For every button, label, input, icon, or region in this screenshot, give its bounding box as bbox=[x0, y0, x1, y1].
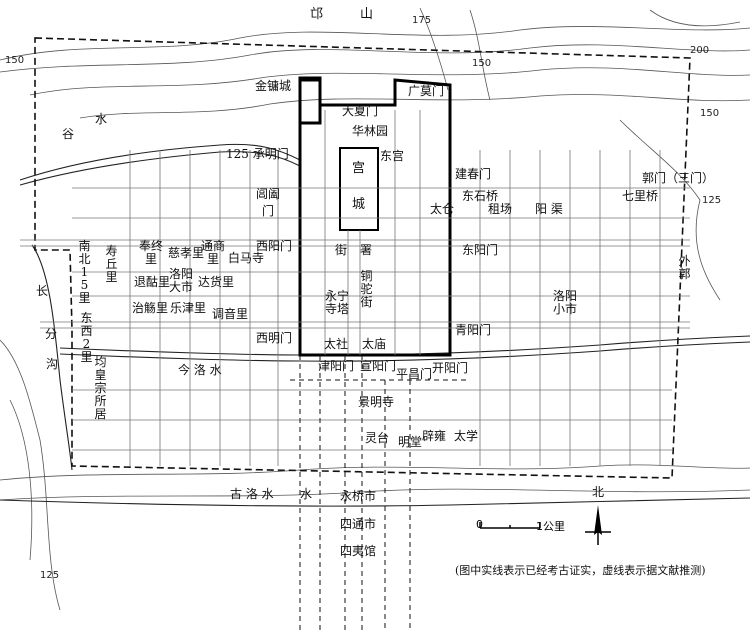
shu-label: 署 bbox=[360, 243, 373, 257]
lingtai-label: 灵台 bbox=[365, 431, 390, 445]
chengming-gate-label: 125 承明门 bbox=[226, 147, 289, 161]
tongshang-label: 通商里 bbox=[200, 239, 225, 266]
north-arrow bbox=[585, 505, 611, 545]
contour-200: 200 bbox=[690, 45, 710, 56]
changhe-gate-label-1: 阊阖 bbox=[256, 187, 281, 201]
jingming-temple-label: 景明寺 bbox=[358, 395, 395, 409]
luoshui-label: 今 洛 水 bbox=[178, 363, 222, 377]
dongshi-bridge-label: 东石桥 bbox=[462, 189, 499, 203]
palace-outline bbox=[339, 147, 379, 231]
daxia-gate-label: 大夏门 bbox=[342, 104, 379, 118]
map-caption: (图中实线表示已经考古证实，虚线表示据文献推测) bbox=[455, 564, 706, 577]
mingtang-label: 明堂 bbox=[398, 435, 423, 449]
zhishang-label: 治觞里 bbox=[132, 301, 169, 315]
diaoyin-label: 调音里 bbox=[212, 307, 249, 321]
dongyang-gate-label: 东阳门 bbox=[462, 243, 499, 257]
southern-roads bbox=[290, 355, 470, 630]
guangmo-gate-label: 广莫门 bbox=[408, 84, 445, 98]
hualin-garden-label: 华林园 bbox=[352, 124, 389, 138]
gushui-label-2: 水 bbox=[95, 112, 108, 126]
east-palace-label: 东宫 bbox=[380, 149, 405, 163]
luoyang-big-market-label: 洛阳大市 bbox=[168, 267, 193, 294]
contour-125-southwest: 125 bbox=[40, 570, 60, 581]
outer-city-label: 外郭 bbox=[678, 254, 691, 281]
contour-150-west: 150 bbox=[5, 55, 25, 66]
palace-city-label: 城 bbox=[352, 197, 366, 212]
taishe-label: 太社 bbox=[324, 337, 349, 351]
junhuang-label: 均皇宗所居 bbox=[94, 355, 107, 421]
jinyong-city-outline bbox=[298, 76, 322, 125]
contour-lines bbox=[0, 7, 750, 611]
contour-150-east: 150 bbox=[700, 108, 720, 119]
cixiao-label: 慈孝里 bbox=[168, 246, 205, 260]
dahuo-label: 达货里 bbox=[198, 275, 235, 289]
lejin-label: 乐津里 bbox=[170, 301, 207, 315]
scale-bar bbox=[479, 522, 541, 529]
yangqu-label: 阳 渠 bbox=[535, 202, 563, 216]
taixue-label: 太学 bbox=[454, 429, 479, 443]
inner-city-wall bbox=[298, 78, 452, 357]
jinyang-gate-label: 津阳门 bbox=[318, 359, 355, 373]
street-grid bbox=[20, 110, 690, 466]
changhe-gate-label-2: 门 bbox=[262, 204, 275, 218]
contour-125-east: 125 bbox=[702, 195, 722, 206]
outer-wall bbox=[34, 37, 691, 479]
luoyang-small-market-label: 洛阳小市 bbox=[552, 289, 577, 316]
qingyang-gate-label: 青阳门 bbox=[455, 323, 492, 337]
scale-zero-label: 0 bbox=[476, 518, 483, 531]
fengzhong-label: 奉终里 bbox=[138, 239, 163, 266]
xuanyang-gate-label: 宣阳门 bbox=[360, 359, 397, 373]
rivers bbox=[0, 143, 750, 507]
scale-km-label: 1公里 bbox=[536, 520, 565, 533]
dongxi-label: 东西2里 bbox=[80, 311, 93, 364]
yongning-pagoda-label: 永宁寺塔 bbox=[324, 289, 349, 316]
pingchang-gate-label: 平昌门 bbox=[396, 367, 433, 381]
taimiao-label: 太庙 bbox=[362, 337, 387, 351]
tongtuo-street-label: 铜驼街 bbox=[360, 269, 373, 309]
siyi-hall-label: 四夷馆 bbox=[340, 544, 377, 558]
gushui-label-1: 谷 bbox=[62, 127, 75, 141]
ximing-gate-label: 西明门 bbox=[256, 331, 293, 345]
sitong-market-label: 四通市 bbox=[340, 517, 377, 531]
ancient-luoshui-label: 古 洛 水 bbox=[230, 487, 274, 501]
contour-150-north: 150 bbox=[472, 58, 492, 69]
mountain-label-1: 邙 bbox=[310, 7, 324, 22]
xiyang-gate-label: 西阳门 bbox=[256, 239, 293, 253]
shouqiu-label: 寿丘里 bbox=[105, 244, 118, 284]
baima-temple-label: 白马寺 bbox=[228, 251, 265, 265]
palace-label: 宫 bbox=[352, 161, 366, 176]
qili-bridge-label: 七里桥 bbox=[622, 189, 659, 203]
shui-label: 水 bbox=[300, 487, 313, 501]
changfengou-label-3: 沟 bbox=[46, 357, 59, 371]
jianchun-gate-label: 建春门 bbox=[455, 167, 492, 181]
contour-175: 175 bbox=[412, 15, 432, 26]
taicang-label: 太仓 bbox=[430, 202, 455, 216]
zuchang-label: 租场 bbox=[488, 202, 513, 216]
changfengou-label-1: 长 bbox=[36, 284, 49, 298]
jinyong-city-label: 金镛城 bbox=[255, 79, 292, 93]
mountain-label-2: 山 bbox=[360, 7, 374, 22]
biyong-label: 辟雍 bbox=[422, 429, 447, 443]
north-label: 北 bbox=[592, 485, 605, 499]
guomen-label: 郭门（三门） bbox=[642, 171, 715, 185]
yongqiao-market-label: 永桥市 bbox=[340, 489, 377, 503]
nanbei-label: 南北15里 bbox=[78, 239, 91, 305]
kaiyang-gate-label: 开阳门 bbox=[432, 361, 469, 375]
jie-label: 街 bbox=[335, 243, 348, 257]
changfengou-label-2: 分 bbox=[45, 327, 58, 341]
tuigu-label: 退酤里 bbox=[134, 275, 171, 289]
